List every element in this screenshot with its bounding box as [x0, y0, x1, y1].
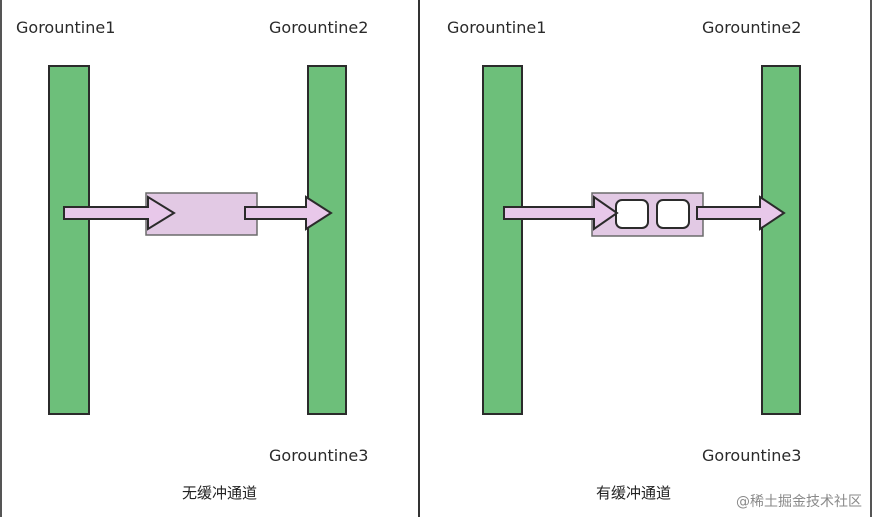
watermark: @稀土掘金技术社区 [736, 494, 862, 510]
right-goroutine2-bar [761, 65, 801, 415]
left-arrow-out [244, 195, 333, 231]
buffer-slot-2 [656, 199, 690, 229]
right-arrow-out [696, 195, 786, 231]
left-goroutine2-bar [307, 65, 347, 415]
right-arrow-in [503, 195, 619, 231]
buffer-slot-1 [615, 199, 649, 229]
right-goroutine3-label: Gorountine3 [702, 446, 802, 465]
left-goroutine3-label: Gorountine3 [269, 446, 369, 465]
right-goroutine1-bar [482, 65, 523, 415]
left-caption: 无缓冲通道 [182, 484, 258, 502]
left-goroutine2-label: Gorountine2 [269, 18, 369, 37]
right-goroutine2-label: Gorountine2 [702, 18, 802, 37]
left-arrow-in [63, 195, 176, 231]
right-goroutine1-label: Gorountine1 [447, 18, 547, 37]
left-goroutine1-bar [48, 65, 90, 415]
left-goroutine1-label: Gorountine1 [16, 18, 116, 37]
right-caption: 有缓冲通道 [596, 484, 672, 502]
